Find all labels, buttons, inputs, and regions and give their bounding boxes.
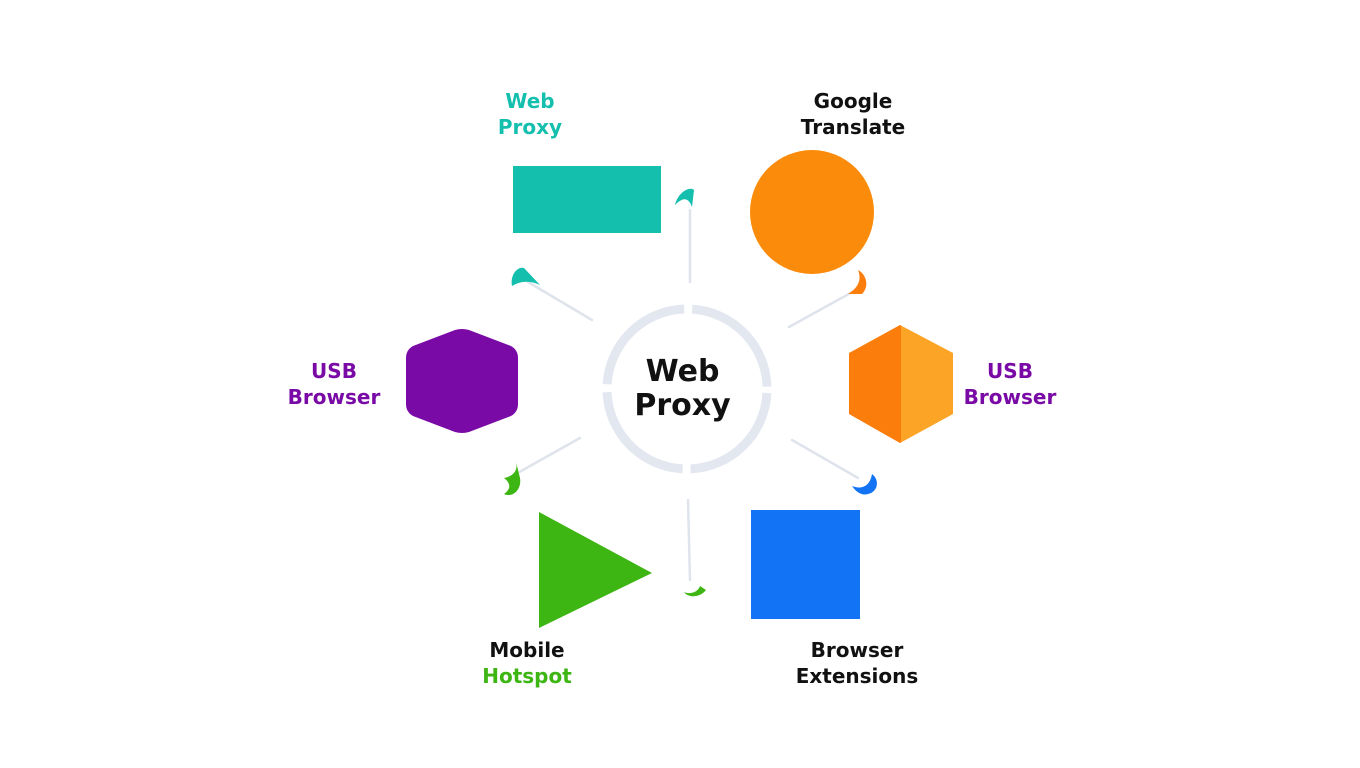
connector-bottom xyxy=(686,498,692,582)
center-label: Web Proxy xyxy=(600,355,765,423)
tip-orange-right xyxy=(848,270,867,294)
connector-upper-left xyxy=(526,280,594,322)
connector-lines xyxy=(512,208,860,582)
orange-hexagon-shape xyxy=(849,325,953,443)
usb-browser-left-label: USB Browser xyxy=(287,359,381,409)
connector-upper-right xyxy=(787,288,858,329)
connector-lower-right xyxy=(790,438,860,480)
teal-rectangle-shape xyxy=(513,166,661,233)
mobile-hotspot-label: Mobile Hotspot xyxy=(482,638,572,688)
tip-green-bottom xyxy=(684,586,706,597)
web-proxy-label: Web Proxy xyxy=(497,89,563,139)
browser-extensions-label: Browser Extensions xyxy=(795,638,919,688)
connector-lower-left xyxy=(512,436,582,477)
tip-blue-right xyxy=(852,474,877,495)
tip-teal-top xyxy=(675,188,694,207)
center-label-line1: Web xyxy=(645,354,720,389)
center-label-line2: Proxy xyxy=(634,388,731,423)
tip-teal-left xyxy=(511,267,540,286)
connector-tips xyxy=(504,188,877,597)
blue-square-shape xyxy=(751,510,860,619)
orange-circle-shape xyxy=(750,150,874,274)
usb-browser-right-label: USB Browser xyxy=(963,359,1057,409)
google-translate-label: Google Translate xyxy=(800,89,906,139)
tip-green-left xyxy=(504,462,521,496)
green-triangle-shape xyxy=(539,512,652,628)
purple-hexagon-shape xyxy=(406,329,518,433)
